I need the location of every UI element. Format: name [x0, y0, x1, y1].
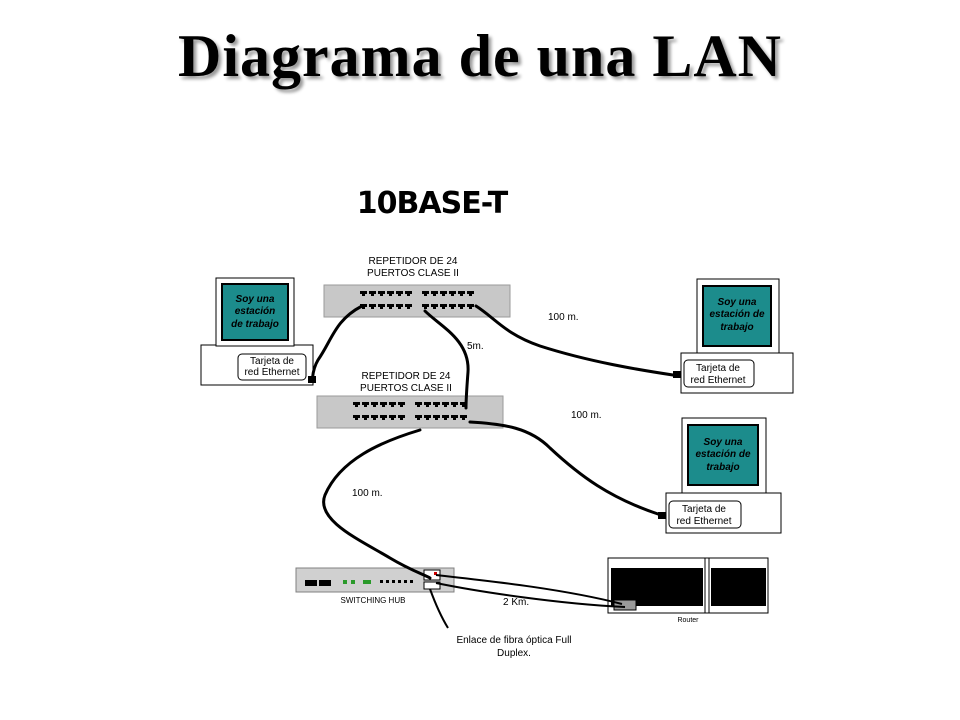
workstation-right-bottom-card-1: Tarjeta de: [682, 504, 726, 515]
workstation-right-top-card-2: red Ethernet: [690, 375, 745, 386]
workstation-left-card-2: red Ethernet: [244, 367, 299, 378]
port-icon: [467, 291, 474, 296]
port-icon: [422, 304, 429, 309]
port-icon: [380, 402, 387, 407]
page-title: Diagrama de una LAN: [177, 23, 783, 89]
port-icon: [451, 415, 458, 420]
port-icon: [433, 415, 440, 420]
port-icon: [458, 291, 465, 296]
workstation-left-screen-3: de trabajo: [231, 319, 279, 330]
port-icon: [431, 291, 438, 296]
port-icon: [378, 291, 385, 296]
port-icon: [424, 402, 431, 407]
port-icon: [378, 304, 385, 309]
port-icon: [371, 415, 378, 420]
cable-repeater-top-to-right-ws: [474, 304, 675, 377]
distance-between-repeaters: 5m.: [467, 341, 484, 352]
workstation-right-bottom-screen-3: trabajo: [706, 462, 739, 473]
workstation-left: Soy una estación de trabajo Tarjeta de r…: [200, 277, 316, 386]
port-icon: [396, 304, 403, 309]
port-icon: [405, 304, 412, 309]
port-icon: [387, 304, 394, 309]
port-icon: [389, 402, 396, 407]
workstation-left-screen-2: estación: [235, 306, 276, 317]
port-icon: [442, 402, 449, 407]
port-icon: [353, 415, 360, 420]
distance-bottom-right: 100 m.: [571, 410, 602, 421]
port-icon: [353, 402, 360, 407]
port-icon: [442, 415, 449, 420]
port-icon: [415, 402, 422, 407]
workstation-right-top-screen-2: estación de: [709, 309, 764, 320]
cables: [310, 304, 675, 580]
port-icon: [451, 402, 458, 407]
port-icon: [440, 291, 447, 296]
workstation-right-bottom: Soy una estación de trabajo Tarjeta de r…: [658, 417, 782, 534]
port-icon: [467, 304, 474, 309]
port-icon: [422, 291, 429, 296]
port-icon: [369, 304, 376, 309]
repeater-top-label-2: PUERTOS CLASE II: [367, 268, 459, 279]
port-icon: [405, 291, 412, 296]
port-icon: [424, 415, 431, 420]
workstation-right-top-screen-1: Soy una: [718, 297, 757, 308]
cable-repeater-bottom-to-hub: [322, 428, 432, 580]
distance-fiber: 2 Km.: [503, 597, 529, 608]
port-icon: [396, 291, 403, 296]
port-icon: [460, 415, 467, 420]
workstation-left-screen-1: Soy una: [236, 294, 275, 305]
standard-label: 10BASE-T: [357, 186, 509, 221]
port-icon: [431, 304, 438, 309]
port-icon: [449, 304, 456, 309]
workstation-right-bottom-screen-1: Soy una: [704, 437, 743, 448]
port-icon: [369, 291, 376, 296]
switching-hub-label: SWITCHING HUB: [341, 596, 406, 605]
port-icon: [362, 415, 369, 420]
workstation-right-bottom-screen-2: estación de: [695, 449, 750, 460]
repeater-bottom-label-2: PUERTOS CLASE II: [360, 383, 452, 394]
port-icon: [387, 291, 394, 296]
fiber-caption-1: Enlace de fibra óptica Full: [456, 635, 571, 646]
fiber-link: [429, 574, 626, 629]
port-icon: [415, 415, 422, 420]
port-icon: [398, 402, 405, 407]
port-icon: [371, 402, 378, 407]
port-icon: [380, 415, 387, 420]
port-icon: [458, 304, 465, 309]
cable-repeater-top-to-left-ws: [310, 304, 364, 383]
repeater-bottom-label-1: REPETIDOR DE 24: [362, 371, 451, 382]
workstation-right-top: Soy una estación de trabajo Tarjeta de r…: [673, 278, 794, 394]
port-icon: [449, 291, 456, 296]
port-icon: [440, 304, 447, 309]
port-icon: [398, 415, 405, 420]
switching-hub: SWITCHING HUB: [295, 567, 455, 605]
fiber-caption-2: Duplex.: [497, 648, 531, 659]
workstation-right-top-screen-3: trabajo: [720, 322, 753, 333]
workstation-right-top-card-1: Tarjeta de: [696, 363, 740, 374]
distance-top-right: 100 m.: [548, 312, 579, 323]
cable-repeater-top-to-bottom: [423, 309, 470, 410]
workstation-right-bottom-card-2: red Ethernet: [676, 516, 731, 527]
port-icon: [389, 415, 396, 420]
repeater-bottom: REPETIDOR DE 24 PUERTOS CLASE II: [316, 371, 504, 429]
workstation-left-card-1: Tarjeta de: [250, 356, 294, 367]
port-icon: [360, 291, 367, 296]
router-label: Router: [677, 617, 699, 624]
cable-repeater-bottom-to-right-ws: [468, 420, 660, 516]
repeater-top: REPETIDOR DE 24 PUERTOS CLASE II: [323, 256, 511, 318]
repeater-top-label-1: REPETIDOR DE 24: [369, 256, 458, 267]
router: Router: [607, 557, 769, 624]
distance-to-hub: 100 m.: [352, 488, 383, 499]
port-icon: [362, 402, 369, 407]
port-icon: [433, 402, 440, 407]
